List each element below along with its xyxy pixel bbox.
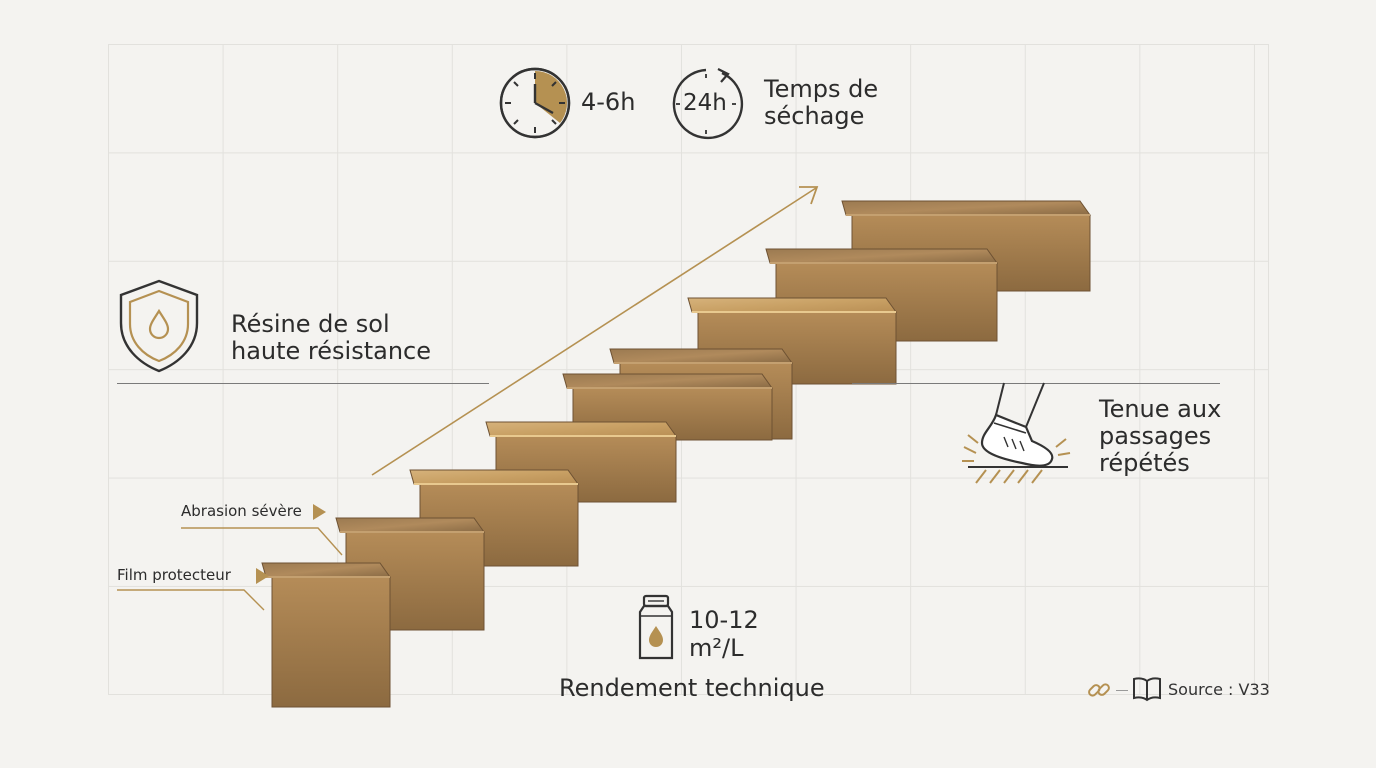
shield-drop-icon	[119, 279, 199, 373]
traffic-label-line1: Tenue aux	[1099, 395, 1222, 423]
drying-short-time: 4-6h	[581, 88, 636, 116]
cycle-24h-icon	[672, 68, 744, 140]
traffic-label-line2: passages	[1099, 422, 1212, 450]
bottle-icon	[638, 594, 674, 660]
drying-full-time: 24h	[683, 90, 727, 116]
traffic-label-line3: répétés	[1099, 449, 1190, 477]
traffic-divider	[852, 383, 1220, 384]
coverage-value-line2: m²/L	[689, 634, 744, 662]
clock-icon	[499, 67, 571, 139]
coverage-label: Rendement technique	[559, 674, 825, 702]
book-icon	[1133, 677, 1161, 702]
stair-riser	[271, 576, 391, 708]
callout-abrasion: Abrasion sévère	[181, 502, 302, 520]
drying-label-line1: Temps de	[764, 75, 879, 103]
coverage-value-line1: 10-12	[689, 606, 759, 634]
shoe-step-icon	[962, 382, 1071, 484]
source-separator	[1116, 690, 1128, 691]
link-icon	[1088, 683, 1110, 697]
resin-label-line2: haute résistance	[231, 337, 432, 365]
source-label: Source : V33	[1168, 680, 1270, 699]
drying-label-line2: séchage	[764, 102, 865, 130]
ascending-arrow	[371, 186, 819, 476]
resin-divider	[117, 383, 489, 384]
callout-film: Film protecteur	[117, 566, 231, 584]
resin-label-line1: Résine de sol	[231, 310, 390, 338]
stair-steps	[261, 200, 1091, 708]
